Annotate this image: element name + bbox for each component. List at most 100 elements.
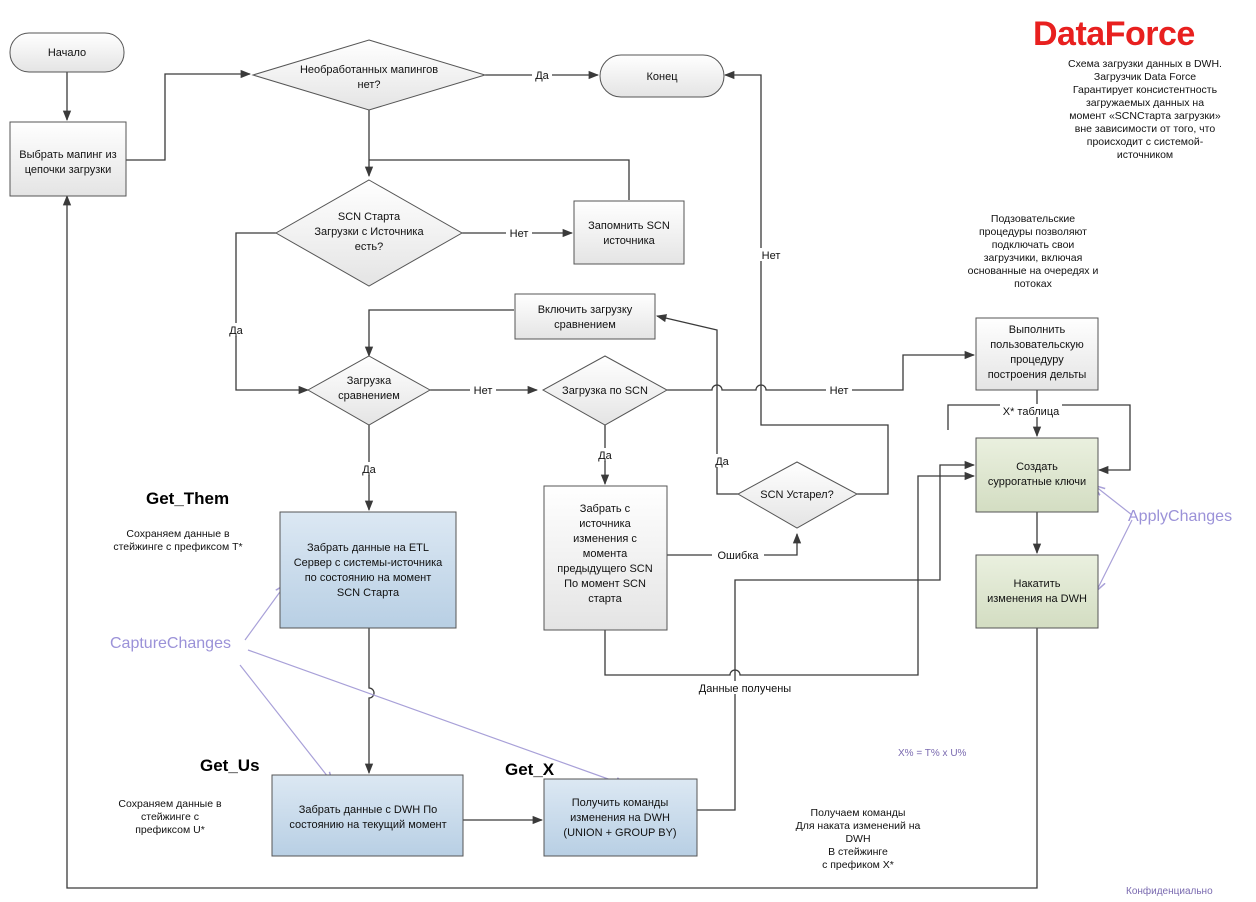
surrogate-keys-node: Создать суррогатные ключи: [975, 437, 1099, 513]
user-proc-label-1: Выполнить: [1009, 324, 1066, 336]
user-proc-note-line: потоках: [1014, 278, 1052, 290]
choose-label-1: Выбрать мапинг из: [19, 149, 116, 161]
get-changes-label-6: По момент SCN: [564, 578, 646, 590]
get-them-label-2: Сервер с системы-источника: [294, 557, 443, 569]
remember-label-2: источника: [603, 235, 655, 247]
remember-label-1: Запомнить SCN: [588, 220, 670, 232]
edge-getx-surrogate: [697, 460, 976, 811]
user-proc-label-3: процедуру: [1010, 354, 1064, 366]
get-changes-label-3: изменения с: [573, 533, 637, 545]
capture-line-getx: [247, 649, 625, 785]
label-yes-outdated: Да: [715, 456, 729, 468]
note-x-line: DWH: [845, 833, 871, 845]
note-them: Сохраняем данные в стейжинге с префиксом…: [98, 528, 258, 554]
label-yes-getthem: Да: [362, 464, 376, 476]
note-them-line: Сохраняем данные в: [126, 528, 230, 540]
edge-enable-compare: [364, 309, 514, 358]
get-us-node: Забрать данные с DWH По состоянию на тек…: [271, 774, 464, 857]
get-x-label-1: Получить команды: [572, 797, 669, 809]
user-proc-note-line: загрузчики, включая: [983, 252, 1083, 264]
header-note-line: момент «SCNСтарта загрузки»: [1069, 110, 1221, 122]
edge-getchanges-surrogate: [604, 471, 976, 676]
label-yes-scn: Да: [598, 450, 612, 462]
label-yes-compare: Да: [229, 325, 243, 337]
choose-mapping-node: Выбрать мапинг из цепочки загрузки: [9, 121, 127, 197]
apply-dwh-node: Накатить изменения на DWH: [975, 554, 1099, 629]
get-them-label-3: по состоянию на момент: [305, 572, 432, 584]
edge-outdated-end: [723, 70, 889, 495]
scn-exists-label-2: Загрузки с Источника: [314, 226, 424, 238]
step-name-get-x: Get_X: [505, 760, 555, 779]
scn-load-label: Загрузка по SCN: [562, 385, 648, 397]
get-changes-label-1: Забрать с: [580, 503, 631, 515]
start-label: Начало: [48, 47, 86, 59]
surrogate-label-1: Создать: [1016, 461, 1058, 473]
get-them-node: Забрать данные на ETL Сервер с системы-и…: [279, 511, 457, 629]
edge-getthem-getus: [364, 628, 375, 775]
remember-scn-node: Запомнить SCN источника: [573, 200, 685, 265]
edge-apply-choose: [62, 194, 1038, 889]
compare-label-2: сравнением: [338, 390, 400, 402]
note-x-line: В стейжинге: [828, 846, 888, 858]
label-no-user: Нет: [830, 385, 849, 397]
header-note-line: загружаемых данных на: [1085, 97, 1205, 109]
user-proc-note-line: основанные на очередях и: [967, 265, 1099, 277]
note-us-line: Сохраняем данные в: [118, 798, 222, 810]
phase-capture-changes: CaptureChanges: [110, 635, 231, 652]
user-proc-note-line: Подзовательские: [990, 213, 1076, 225]
header-note-line: Гарантирует консистентность: [1072, 84, 1218, 96]
scn-exists-label-3: есть?: [355, 241, 384, 253]
unprocessed-label-1: Необработанных мапингов: [300, 64, 438, 76]
formula-note: X% = T% x U%: [898, 748, 967, 759]
header-note-line: происходит с системой-: [1086, 136, 1204, 148]
get-changes-node: Забрать с источника изменения с момента …: [543, 485, 668, 631]
surrogate-label-2: суррогатные ключи: [988, 476, 1086, 488]
edge-outdated-enable: [655, 314, 738, 495]
scn-load-decision: Загрузка по SCN: [541, 355, 669, 426]
get-x-label-2: изменения на DWH: [570, 812, 670, 824]
user-procedure-node: Выполнить пользовательскую процедуру пос…: [975, 317, 1099, 391]
note-them-line: стейжинге с префиксом Т*: [113, 541, 243, 553]
edge-scnload-userproc: [667, 350, 976, 391]
get-changes-label-2: источника: [579, 518, 631, 530]
label-no-up: Нет: [762, 250, 781, 262]
note-x-line: Получаем команды: [810, 807, 906, 819]
step-name-get-them: Get_Them: [146, 489, 230, 508]
apply-line-apply: [1097, 519, 1133, 590]
edge-labels: Да Нет Нет Да Нет Да Да Да Нет Ошибка X*…: [226, 68, 1062, 695]
note-x-line: с префиком X*: [822, 859, 894, 871]
get-changes-label-7: старта: [588, 593, 622, 605]
note-x: Получаем команды Для наката изменений на…: [768, 807, 948, 872]
header-note-line: Схема загрузки данных в DWH.: [1068, 58, 1222, 70]
user-proc-note-line: подключать свои: [991, 239, 1075, 251]
note-us-line: стейжинге с: [141, 811, 199, 823]
apply-line-surrogate: [1095, 486, 1133, 516]
scn-exists-decision: SCN Старта Загрузки с Источника есть?: [274, 179, 464, 287]
header-note-line: источником: [1116, 149, 1174, 161]
header-note-line: вне зависимости от того, что: [1074, 123, 1216, 135]
confidential-mark: Конфиденциально: [1126, 886, 1213, 897]
get-x-node: Получить команды изменения на DWH (UNION…: [543, 778, 698, 857]
unprocessed-label-2: нет?: [358, 79, 381, 91]
get-changes-label-4: момента: [583, 548, 628, 560]
scn-outdated-decision: SCN Устарел?: [736, 461, 859, 529]
label-x-table: X* таблица: [1003, 406, 1060, 418]
note-us-line: префиксом U*: [135, 824, 205, 836]
apply-label-2: изменения на DWH: [987, 593, 1087, 605]
end-label: Конец: [646, 71, 678, 83]
note-x-line: Для наката изменений на: [795, 820, 921, 832]
user-proc-note: Подзовательские процедуры позволяют подк…: [938, 213, 1128, 291]
edges: [62, 69, 1131, 889]
enable-compare-node: Включить загрузку сравнением: [514, 293, 656, 340]
user-proc-note-line: процедуры позволяют: [979, 226, 1087, 238]
scn-outdated-label: SCN Устарел?: [760, 489, 833, 501]
get-changes-label-5: предыдущего SCN: [557, 563, 652, 575]
user-proc-label-2: пользовательскую: [990, 339, 1084, 351]
edge-scnexists-compare: [235, 232, 310, 395]
unprocessed-decision: Необработанных мапингов нет?: [251, 39, 487, 111]
capture-line-getus: [239, 664, 332, 782]
header-note: Схема загрузки данных в DWH. Загрузчик D…: [1035, 58, 1255, 162]
enable-compare-label-2: сравнением: [554, 319, 616, 331]
label-no-remember: Нет: [510, 228, 529, 240]
